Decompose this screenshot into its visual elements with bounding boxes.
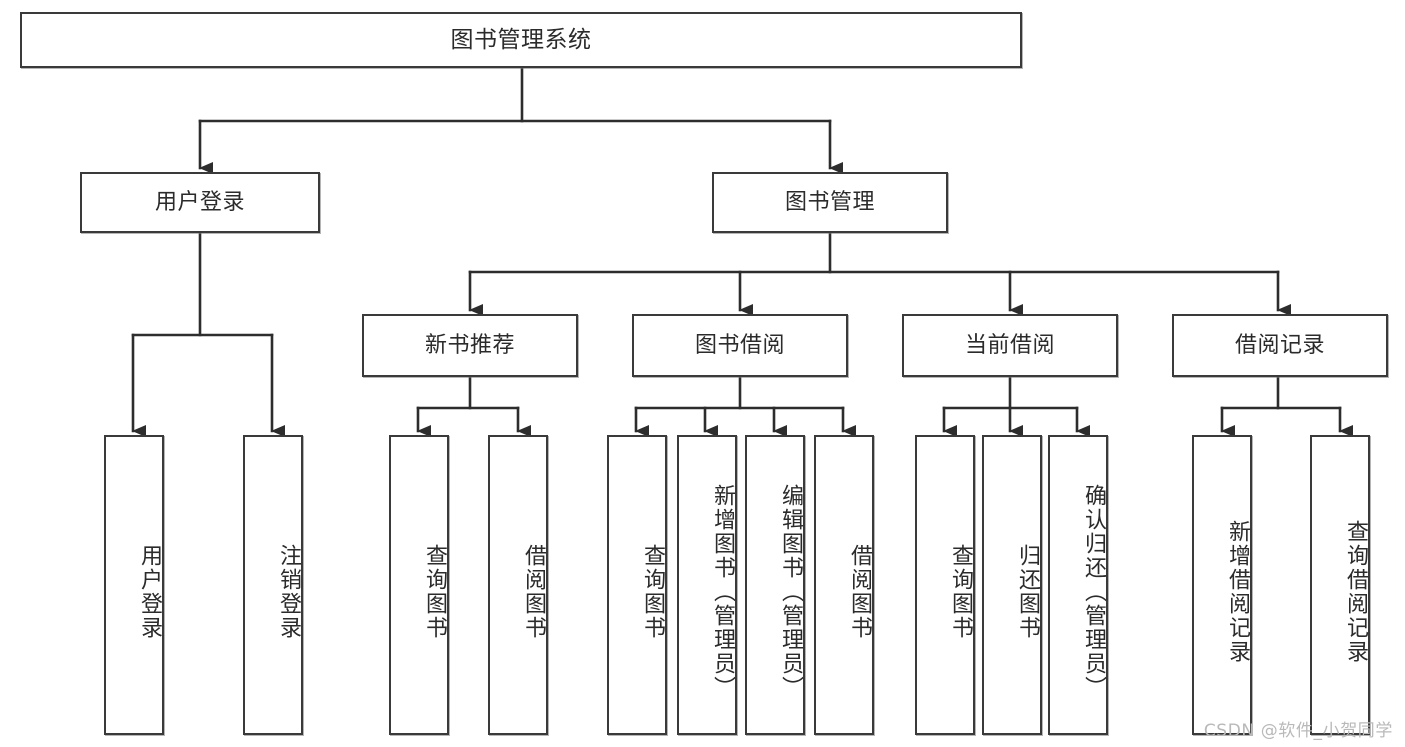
leaf-borrow-record-query-record[interactable]: 查询借阅记录 (1310, 435, 1370, 735)
node-root-book-management-system[interactable]: 图书管理系统 (20, 12, 1022, 68)
node-user-login[interactable]: 用户登录 (80, 172, 320, 233)
node-new-book-recommend[interactable]: 新书推荐 (362, 314, 578, 377)
leaf-borrow-record-add-record[interactable]: 新增借阅记录 (1192, 435, 1252, 735)
leaf-current-borrow-confirm-return-admin[interactable]: 确认归还（管理员） (1048, 435, 1108, 735)
leaf-new-book-borrow-book[interactable]: 借阅图书 (488, 435, 548, 735)
leaf-user-login-logout[interactable]: 注销登录 (243, 435, 303, 735)
leaf-current-borrow-query-book[interactable]: 查询图书 (915, 435, 975, 735)
node-borrow-record[interactable]: 借阅记录 (1172, 314, 1388, 377)
node-book-management[interactable]: 图书管理 (712, 172, 948, 233)
leaf-book-borrow-borrow-book[interactable]: 借阅图书 (814, 435, 874, 735)
node-current-borrow[interactable]: 当前借阅 (902, 314, 1118, 377)
leaf-book-borrow-query-book[interactable]: 查询图书 (607, 435, 667, 735)
leaf-current-borrow-return-book[interactable]: 归还图书 (982, 435, 1042, 735)
leaf-book-borrow-add-book-admin[interactable]: 新增图书（管理员） (677, 435, 737, 735)
leaf-new-book-query-book[interactable]: 查询图书 (389, 435, 449, 735)
leaf-user-login-login[interactable]: 用户登录 (104, 435, 164, 735)
node-book-borrow[interactable]: 图书借阅 (632, 314, 848, 377)
leaf-book-borrow-edit-book-admin[interactable]: 编辑图书（管理员） (745, 435, 805, 735)
